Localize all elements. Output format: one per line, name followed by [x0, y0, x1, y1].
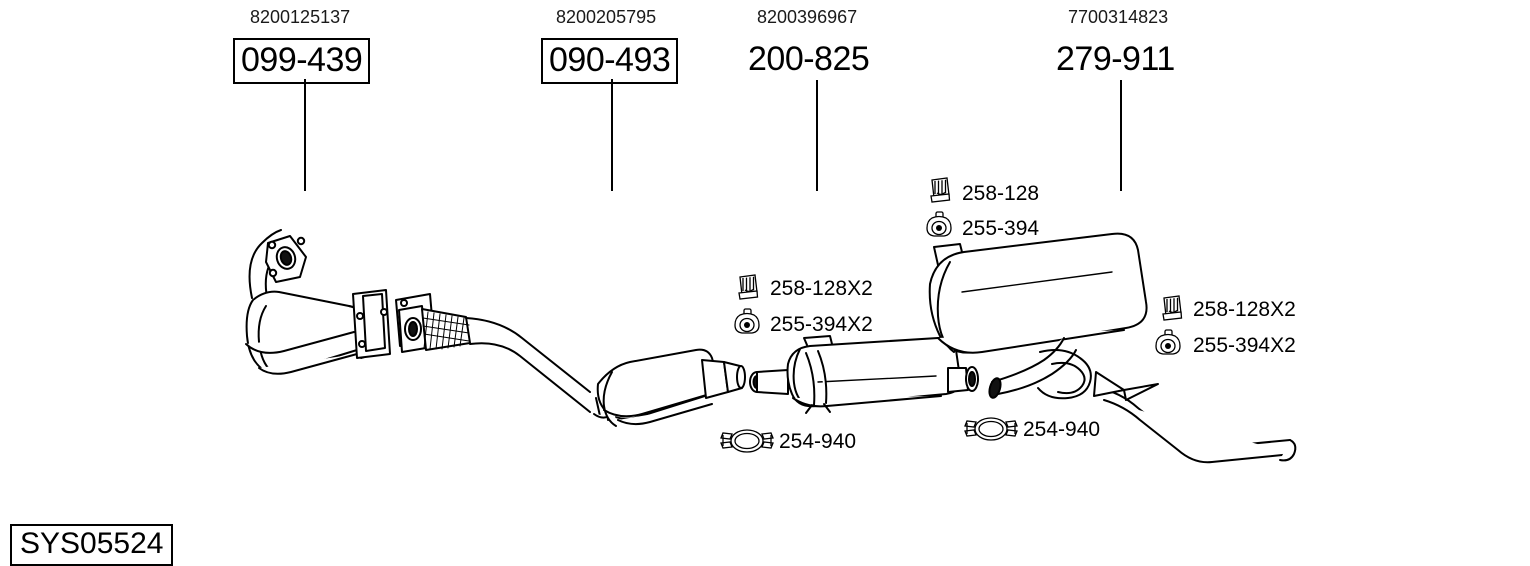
hardware-label-258-128-x2: 258-128X2	[770, 277, 873, 300]
oem-number-4: 7700314823	[1068, 7, 1169, 27]
leader-line-4	[1120, 80, 1122, 191]
part-number-1[interactable]: 099-439	[233, 38, 371, 84]
mounting-bracket-icon	[731, 307, 763, 337]
system-code-badge[interactable]: SYS05524	[10, 524, 174, 566]
hardware-label-255-394: 255-394	[962, 217, 1040, 240]
leader-line-2	[611, 79, 613, 191]
pipe-clamp-icon	[718, 425, 776, 457]
part-number-2[interactable]: 090-493	[541, 38, 679, 84]
hardware-label-258-128: 258-128	[962, 182, 1040, 205]
oem-number-3: 8200396967	[757, 7, 858, 27]
part-front-pipe-with-catalyst	[398, 305, 746, 427]
mounting-bracket-icon	[923, 210, 955, 240]
part-number-3[interactable]: 200-825	[748, 40, 870, 78]
hardware-label-255-394-x2-right: 255-394X2	[1193, 334, 1296, 357]
leader-line-3	[816, 80, 818, 191]
part-rear-silencer	[928, 232, 1297, 464]
leader-line-1	[304, 79, 306, 191]
rubber-hanger-icon	[733, 272, 763, 302]
clamp-label-2: 254-940	[1023, 418, 1101, 441]
clamp-label-1: 254-940	[779, 430, 857, 453]
oem-number-1: 8200125137	[250, 7, 351, 27]
part-centre-silencer	[749, 335, 979, 414]
mounting-bracket-icon	[1152, 328, 1184, 358]
rubber-hanger-icon	[1157, 293, 1187, 323]
part-number-4[interactable]: 279-911	[1056, 40, 1175, 78]
pipe-clamp-icon	[962, 413, 1020, 445]
hardware-label-258-128-x2-right: 258-128X2	[1193, 298, 1296, 321]
rubber-hanger-icon	[925, 175, 955, 205]
oem-number-2: 8200205795	[556, 7, 657, 27]
hardware-label-255-394-x2: 255-394X2	[770, 313, 873, 336]
